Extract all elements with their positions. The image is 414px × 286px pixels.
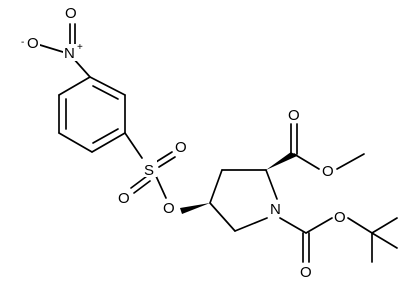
bond-boc-c-o	[305, 217, 333, 234]
bond-ring-s	[124, 132, 143, 159]
ring-bond-3	[91, 132, 126, 153]
wedge-c2-ester	[266, 152, 297, 170]
bond-c5-c4	[209, 202, 236, 232]
nitro-n-label: N	[64, 45, 75, 62]
bond-s-o-right-double	[158, 156, 176, 168]
atom-bg	[26, 34, 40, 51]
atom-bg	[174, 138, 188, 155]
atom-bg	[117, 189, 131, 206]
sulfonyl-s-label: S	[144, 162, 154, 179]
bond-n-ring	[72, 57, 91, 78]
wedge-c4-o	[180, 203, 210, 214]
bond-c4-c3	[209, 169, 223, 204]
bond-n-c5	[234, 217, 268, 232]
atom-bg	[143, 160, 157, 177]
boc-o-carbonyl-label: O	[300, 264, 312, 281]
ring-n-label: N	[270, 201, 281, 218]
nitro-o-top-label: O	[65, 5, 77, 22]
boc-o-ether-label: O	[334, 209, 346, 226]
nitro-o-minus-label: O	[27, 35, 39, 52]
bond-c2-n	[265, 169, 278, 200]
bonds	[39, 23, 398, 263]
sulfonyl-o-bottom-label: O	[118, 190, 130, 207]
ester-o-link-label: O	[163, 200, 175, 217]
atom-bg	[162, 199, 176, 216]
nitro-plus-charge: +	[77, 42, 83, 53]
ring-bond-1	[89, 76, 126, 96]
ring-inner-2	[92, 128, 119, 144]
atom-bg	[333, 208, 347, 225]
atom-bg	[321, 162, 335, 179]
methyl-ester-o-carbonyl-label: O	[288, 107, 300, 124]
ring-bond-4	[58, 132, 93, 153]
atom-labels: O - N + O S O O O N O O O O	[21, 4, 347, 281]
atom-bg	[287, 106, 301, 123]
ring-bond-6	[58, 76, 91, 96]
bond-n-boc-c	[279, 217, 307, 234]
atom-bg	[64, 4, 78, 21]
bond-cq-me2	[371, 232, 398, 249]
sulfonyl-o-right-label: O	[175, 139, 187, 156]
bond-s-o-bottom	[130, 175, 148, 189]
bond-boc-o-cq	[347, 217, 373, 234]
nitro-minus-charge: -	[21, 37, 24, 48]
bond-n-o-minus	[39, 44, 64, 53]
methyl-ester-o-label: O	[322, 163, 334, 180]
bond-s-o-bottom-double	[133, 180, 151, 194]
bond-ester-o-ch3	[336, 153, 365, 170]
bond-s-o-link	[155, 175, 167, 199]
atom-bg	[299, 263, 313, 280]
atom-bg	[269, 200, 283, 217]
atom-bg	[63, 44, 78, 61]
bond-cq-me1	[371, 217, 398, 234]
bond-ester-c-o	[293, 153, 320, 170]
bond-s-o-right	[155, 151, 173, 163]
ring-inner-1	[92, 85, 119, 100]
